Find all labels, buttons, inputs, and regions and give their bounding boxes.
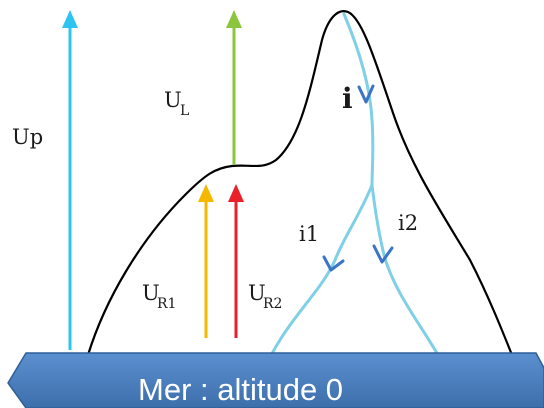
current-arrowheads xyxy=(322,84,394,272)
ur2-label-main: U xyxy=(248,281,266,305)
arrowhead-i1 xyxy=(322,255,345,272)
sea-label: Mer : altitude 0 xyxy=(138,372,343,407)
ur2-label-sub: R2 xyxy=(263,296,282,312)
sea-band: Mer : altitude 0 xyxy=(7,352,544,408)
current-i-path xyxy=(342,12,375,187)
current-paths xyxy=(258,12,444,382)
current-i1-label: i1 xyxy=(299,222,319,246)
ul-label-sub: L xyxy=(180,103,189,119)
current-i2-path xyxy=(370,183,444,364)
ur1-arrow xyxy=(198,184,214,338)
ur1-label-sub: R1 xyxy=(157,296,176,312)
up-label: Up xyxy=(12,125,43,149)
arrowhead-i xyxy=(357,84,375,104)
ur1-label-main: U xyxy=(142,281,160,305)
up-arrow xyxy=(62,10,78,350)
mountain-outline xyxy=(86,10,514,356)
current-i-label: i xyxy=(342,82,353,115)
ul-arrow xyxy=(226,10,242,165)
arrowhead-i2 xyxy=(372,244,394,264)
ur2-arrow xyxy=(228,184,244,338)
current-i1-path xyxy=(258,183,374,382)
ul-label-main: U xyxy=(164,88,182,112)
current-i2-label: i2 xyxy=(398,211,418,235)
